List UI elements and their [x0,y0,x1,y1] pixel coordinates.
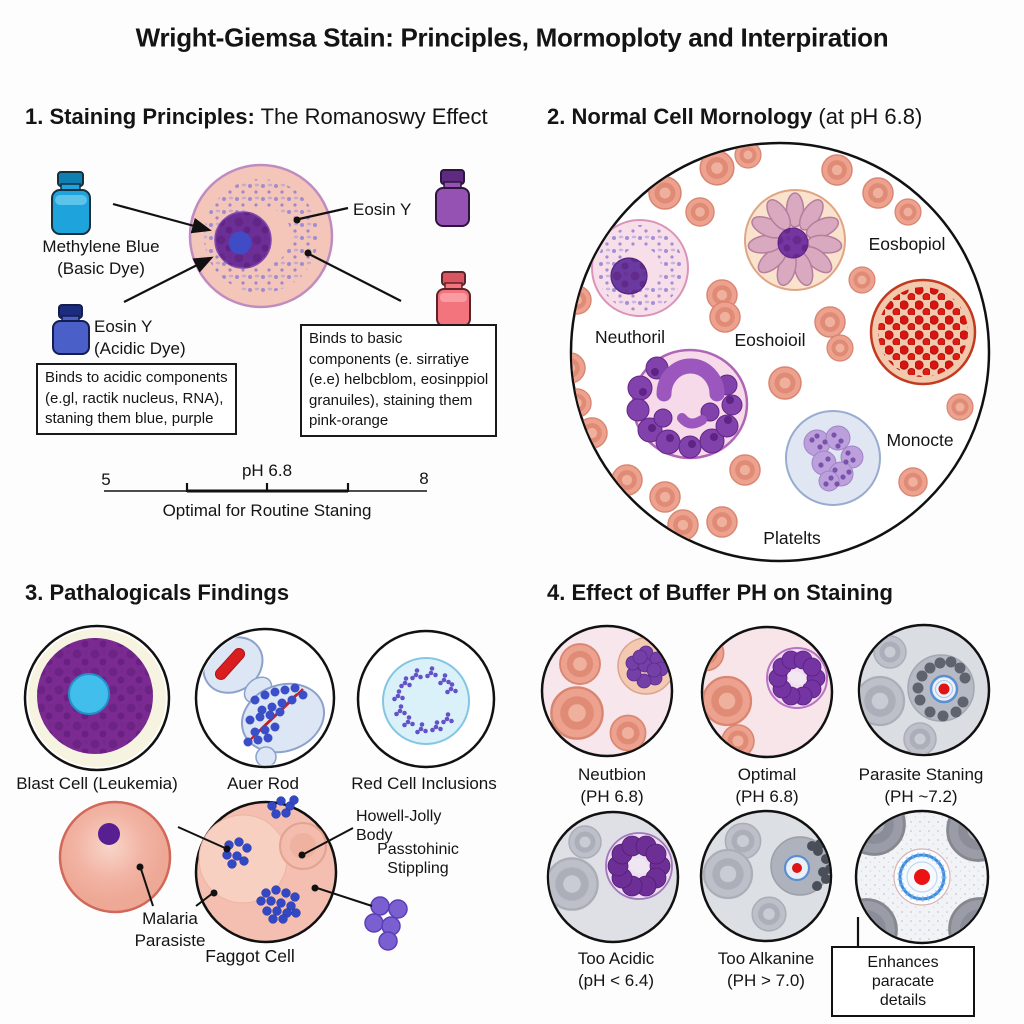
basophilic-speckles [392,666,458,735]
page-title: Wright-Giemsa Stain: Principles, Mormopl… [135,22,889,53]
section2-heading-rest: (at pH 6.8) [818,104,923,129]
red-granule-cell [869,278,977,386]
panel-enhanced-detail [854,809,990,949]
ph-min-label: 5 [101,470,111,489]
panel-neutbion [540,624,674,758]
basic-binding-note: Binds to basic components (e. sirratiye … [300,324,498,437]
methylene-blue-bottle [51,171,91,235]
red-cell-inclusions-label: Red Cell Inclusions [351,774,497,793]
malaria-cell [58,800,172,914]
panel-parasite-staining [857,623,991,757]
section1-heading-number: 1. Staining Principles: [25,104,255,129]
ph-scale [104,483,427,493]
section1-heading-rest: The Romanoswy Effect [260,104,488,129]
panel5-caption: Too Alkanine (PH > 7.0) [718,948,814,991]
eosin-line1: Eosin Y [94,317,153,336]
howell-jolly-label: Howell-Jolly Body [356,807,441,845]
section1-heading: 1. Staining Principles: The Romanoswy Ef… [25,104,488,130]
eosin-acidic-label: Eosin Y (Acidic Dye) [94,316,186,360]
panel3-label: Parasite Staning [858,765,984,784]
eoshoioil-label: Eoshoioil [734,330,806,350]
stippling-line1: Passtohinic [377,841,459,858]
leader-dot [304,249,312,257]
panel5-label: Too Alkanine [717,949,815,968]
acidic-note-line1: Binds to acidic components [45,369,228,386]
faggot-cell-label: Faggot Cell [205,946,295,966]
panel2-caption: Optimal (PH 6.8) [735,764,798,807]
band-cell [626,348,749,460]
note-line3: details [879,992,927,1009]
panel-too-acidic [546,810,680,944]
acidic-note-line3: staning them blue, purple [45,410,214,427]
basic-note-line2: components (e. sirratiye [309,350,470,368]
blast-cell-panel [23,624,171,772]
malaria-line1: Malaria [142,909,198,928]
neuthoril-label: Neuthoril [594,327,666,347]
section3-heading: 3. Pathalogicals Findings [25,580,290,605]
howell-line1: Howell-Jolly [356,808,442,825]
stained-cell-illustration [188,163,334,309]
eosbopiol-label: Eosbopiol [868,234,946,254]
methylene-blue-label: Methylene Blue (Basic Dye) [42,236,159,280]
panel4-label: Too Acidic [577,949,655,968]
neutrophil-cell [591,219,689,317]
monocte-label: Monocte [886,430,954,450]
panel2-label: Optimal [737,765,797,784]
leader-dots [136,845,319,897]
acidic-note-line2: (e.gl, ractik nucleus, RNA), [45,389,224,407]
basic-note-line3: (e.e) helbcblom, eosinppiol [309,371,489,388]
methylene-line2: (Basic Dye) [57,259,145,278]
panel1-sub: (PH 6.8) [580,786,644,806]
section1-arrows [112,202,402,303]
leader-dot [293,216,301,224]
section3-leaders [140,826,373,907]
basic-note-line4: granuiles), staining them [309,391,473,409]
acidic-binding-note: Binds to acidic components (e.gl, ractik… [36,363,237,435]
eosinophil-cell [744,189,846,291]
auer-rod-label: Auer Rod [227,774,299,793]
purple-dye-bottle [435,169,470,227]
eosin-pointer-label: Eosin Y [353,200,412,219]
eosin-line2: (Acidic Dye) [94,339,186,358]
methylene-line1: Methylene Blue [42,237,160,256]
red-cell-inclusions-panel [356,629,496,769]
enhancement-note-box: Enhances paracate details [831,946,975,1017]
panel2-sub: (PH 6.8) [735,786,799,806]
panel3-caption: Parasite Staning (PH ~7.2) [859,764,984,807]
auer-rod-panel [194,627,336,769]
ph-max-label: 8 [419,469,429,488]
blast-cell-label: Blast Cell (Leukemia) [16,774,178,793]
stippling-label: Passtohinic Stippling [377,840,459,878]
pink-dye-bottle [436,271,471,327]
panel4-caption: Too Acidic (pH < 6.4) [578,948,655,991]
panel1-label: Neutbion [577,765,647,784]
basic-note-line5: pink-orange [309,412,389,429]
ph-caption: Optimal for Routine Staning [162,501,372,520]
stippling-dots [364,896,408,951]
panel5-sub: (PH > 7.0) [727,970,805,990]
faggot-cell [194,795,338,944]
panel-optimal [700,625,834,759]
section2-heading-number: 2. Normal Cell Mornology [547,104,813,129]
platelts-label: Platelts [763,528,821,548]
blood-smear-field [569,141,991,563]
malaria-line2: Parasiste [134,931,206,950]
howell-line2: Body [356,827,393,844]
panel4-sub: (pH < 6.4) [577,970,655,990]
note-line2: paracate [871,973,935,990]
malaria-parasite-label: Malaria Parasiste [135,908,206,952]
basic-note-line1: Binds to basic [309,330,403,347]
ph-value-label: pH 6.8 [241,461,293,480]
section4-heading: 4. Effect of Buffer PH on Staining [547,580,893,605]
note-line1: Enhances [867,954,939,971]
panel3-sub: (PH ~7.2) [884,786,958,806]
monocyte-cell [785,410,881,506]
stippling-line2: Stippling [387,860,449,877]
panel1-caption: Neutbion (PH 6.8) [578,764,646,807]
eosin-acidic-bottle [52,304,90,355]
section2-heading: 2. Normal Cell Mornology (at pH 6.8) [547,104,922,130]
panel-too-alkaline [699,809,833,943]
